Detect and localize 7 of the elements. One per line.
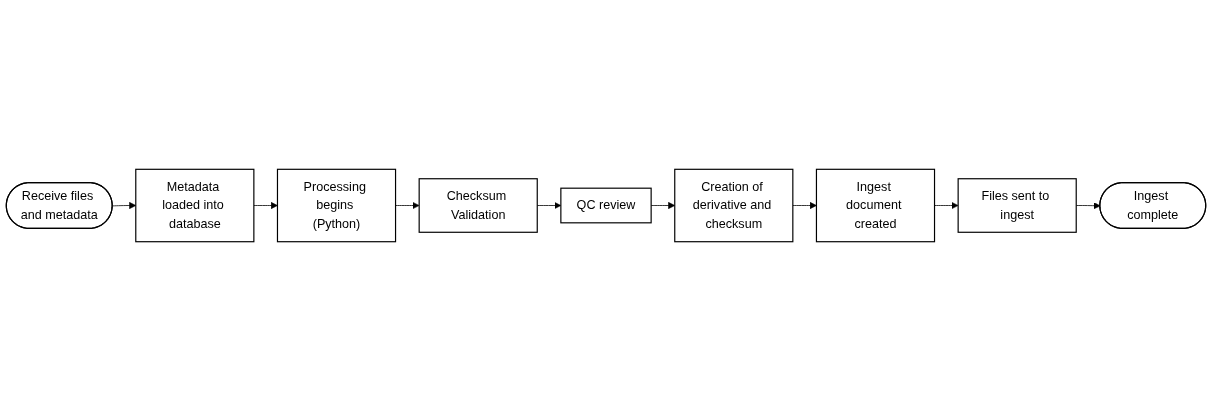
node-box: Files sent to ingest [957,178,1077,233]
node-box: Processing begins (Python) [276,168,397,243]
node-box: Checksum Validation [418,178,538,233]
node-box: QC review [560,187,652,224]
node-box: Creation of derivative and checksum [674,168,794,243]
node-box: Metadata loaded into database [135,168,255,243]
node-box: Ingest document created [815,168,936,243]
